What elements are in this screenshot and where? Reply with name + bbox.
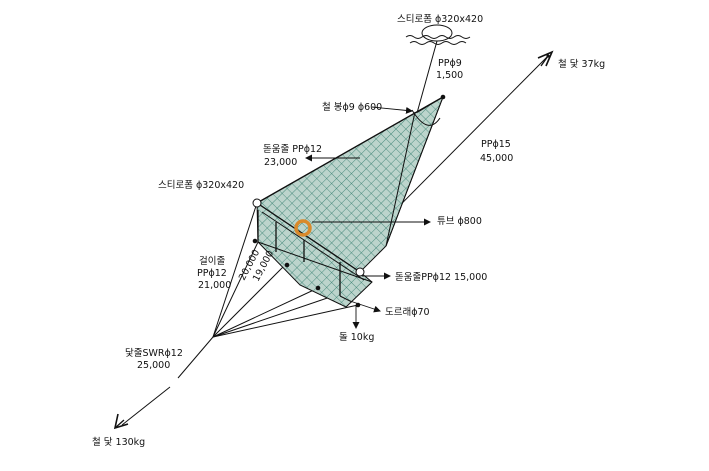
label-anchor-lower: 철 닻 130kg <box>92 436 145 448</box>
weight-dot-3 <box>315 285 321 291</box>
tube-ring-icon <box>294 219 312 237</box>
label-anchor-upper: 철 닻 37kg <box>558 58 605 70</box>
label-pp15-len: 45,000 <box>480 153 513 164</box>
label-pp9: PPϕ9 <box>438 58 462 69</box>
label-hanging-len: 21,000 <box>198 280 231 291</box>
float-left-icon <box>252 198 262 208</box>
label-pp15: PPϕ15 <box>481 139 511 150</box>
net-center-edge <box>385 111 416 247</box>
label-headline: 돋움줄 PPϕ12 <box>263 144 322 155</box>
pointer-steel-rod <box>371 106 413 114</box>
label-pp9-len: 1,500 <box>436 70 463 81</box>
label-anchor-rope-len: 25,000 <box>137 360 170 371</box>
float-right-icon <box>355 267 365 277</box>
label-headline-len: 23,000 <box>264 157 297 168</box>
head-rope <box>256 202 361 273</box>
label-float-top: 스티로폼 ϕ320x420 <box>397 14 483 25</box>
pointer-doreurae <box>349 300 381 313</box>
apex-bar <box>417 96 444 113</box>
steel-ring <box>411 109 441 126</box>
label-anchor-rope: 닻줄SWRϕ12 <box>125 347 183 359</box>
weight-dot-1 <box>252 238 258 244</box>
head-rope-inner <box>261 211 365 281</box>
net-support-frames <box>257 210 373 303</box>
label-tube: 튜브 ϕ800 <box>437 216 482 227</box>
lower-anchor-icon <box>113 413 129 430</box>
label-lower-line: 돋움줄PPϕ12 15,000 <box>395 272 487 283</box>
net-top-edge <box>256 96 444 204</box>
float-line <box>416 40 438 114</box>
main-anchor-line-lower <box>177 336 214 379</box>
surface-float-icon <box>405 24 471 45</box>
label-stone: 돌 10kg <box>339 332 374 343</box>
main-anchor-line-tail <box>121 386 171 426</box>
label-hanging-pp: PPϕ12 <box>197 268 227 279</box>
weight-dot-2 <box>284 262 290 268</box>
upper-anchor-icon <box>537 50 554 67</box>
label-float-left: 스티로폼 ϕ320x420 <box>158 180 244 191</box>
apex-dot <box>440 94 446 100</box>
net-right-edge <box>385 96 444 247</box>
label-doreurae: 도르래ϕ70 <box>385 307 430 318</box>
label-hanging-rope: 걸이줄 <box>199 255 225 267</box>
label-steel-rod: 철 봉ϕ9 ϕ600 <box>322 102 382 113</box>
anchor-rope-fan <box>212 202 359 338</box>
